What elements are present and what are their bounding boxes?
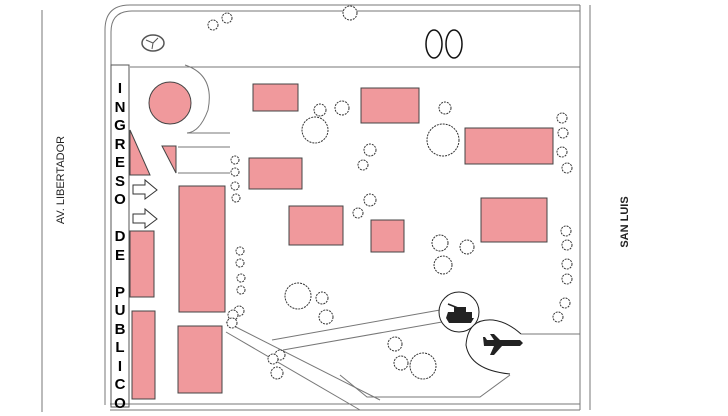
tree-icon [235, 258, 245, 268]
tree-icon [318, 309, 334, 325]
entrance-letter: I [117, 357, 123, 375]
tree-icon [231, 193, 241, 203]
building [480, 197, 548, 243]
tree-icon [559, 297, 571, 309]
entrance-letter: O [114, 191, 126, 208]
entrance-letter: C [114, 376, 126, 393]
tree-icon [342, 5, 358, 21]
tree-icon [230, 181, 240, 191]
tree-icon [426, 123, 460, 157]
paths [178, 64, 580, 411]
tree-icon [459, 239, 475, 255]
tree-icon [560, 225, 572, 237]
entrance-letter [118, 210, 122, 229]
tree-icon [556, 146, 568, 158]
entrance-letter: O [114, 394, 126, 412]
tree-icon [387, 336, 403, 352]
circular-building [148, 81, 192, 125]
entrance-letter: G [114, 117, 126, 134]
tree-icon [357, 159, 369, 171]
tree-icon [226, 317, 238, 329]
building [370, 219, 405, 253]
tree-icon [301, 116, 329, 144]
buildings [129, 81, 554, 400]
tree-icon [363, 193, 377, 207]
tree-icon [561, 162, 573, 174]
tree-icon [221, 12, 233, 24]
tree-icon [207, 19, 219, 31]
tree-icon [425, 29, 443, 59]
tree-icon [267, 353, 279, 365]
triangle-building [129, 129, 151, 176]
entrance-letter: R [114, 135, 126, 153]
arrow-right-icon [132, 178, 158, 200]
tree-icon [363, 143, 377, 157]
entrance-letter: S [114, 172, 125, 190]
tree-icon [236, 285, 246, 295]
tree-icon [561, 258, 573, 270]
tree-icon [552, 311, 564, 323]
street-label-east: SAN LUIS [619, 196, 631, 248]
tree-icon [352, 207, 364, 219]
tree-icon [235, 246, 245, 256]
entrance-letter: L [115, 339, 125, 356]
entrance-letter: P [114, 283, 125, 301]
tree-icon [284, 282, 312, 310]
arrow-right-icon [132, 207, 158, 229]
tree-icon [433, 255, 453, 275]
building [177, 325, 223, 394]
entrance-letter: D [114, 228, 126, 245]
building [131, 310, 156, 400]
trees [207, 5, 573, 380]
tree-icon [445, 29, 463, 59]
tree-icon [438, 101, 452, 115]
entrance-letter: B [114, 320, 126, 338]
tree-icon [334, 100, 350, 116]
site-boundary [41, 4, 591, 412]
building [129, 230, 155, 298]
tree-icon [431, 234, 449, 252]
triangle-building [161, 145, 177, 174]
tank-icon [438, 291, 480, 333]
entrance-letter: U [114, 302, 126, 319]
tree-icon [230, 155, 240, 165]
entrance-letter: E [114, 246, 125, 264]
entrance-letter: E [114, 154, 125, 171]
airplane-icon [465, 319, 523, 375]
tree-icon [556, 112, 568, 124]
tree-icon [561, 239, 573, 251]
tree-icon [230, 167, 240, 177]
street-label-west: AV. LIBERTADOR [55, 135, 67, 225]
building [252, 83, 299, 112]
building [288, 205, 344, 246]
tree-icon [393, 355, 409, 371]
tree-icon [270, 366, 284, 380]
building [248, 157, 303, 190]
tree-icon [313, 103, 327, 117]
tree-icon [236, 273, 246, 283]
building [178, 185, 226, 313]
tree-icon [409, 352, 437, 380]
entrance-letter: I [117, 80, 123, 97]
tree-icon [557, 127, 569, 139]
clock-icon [141, 34, 165, 52]
building [464, 127, 554, 165]
tree-icon [561, 273, 573, 285]
entrance-letter: N [114, 98, 126, 116]
entrance-letter [118, 265, 122, 284]
building [360, 87, 420, 124]
tree-icon [315, 291, 329, 305]
